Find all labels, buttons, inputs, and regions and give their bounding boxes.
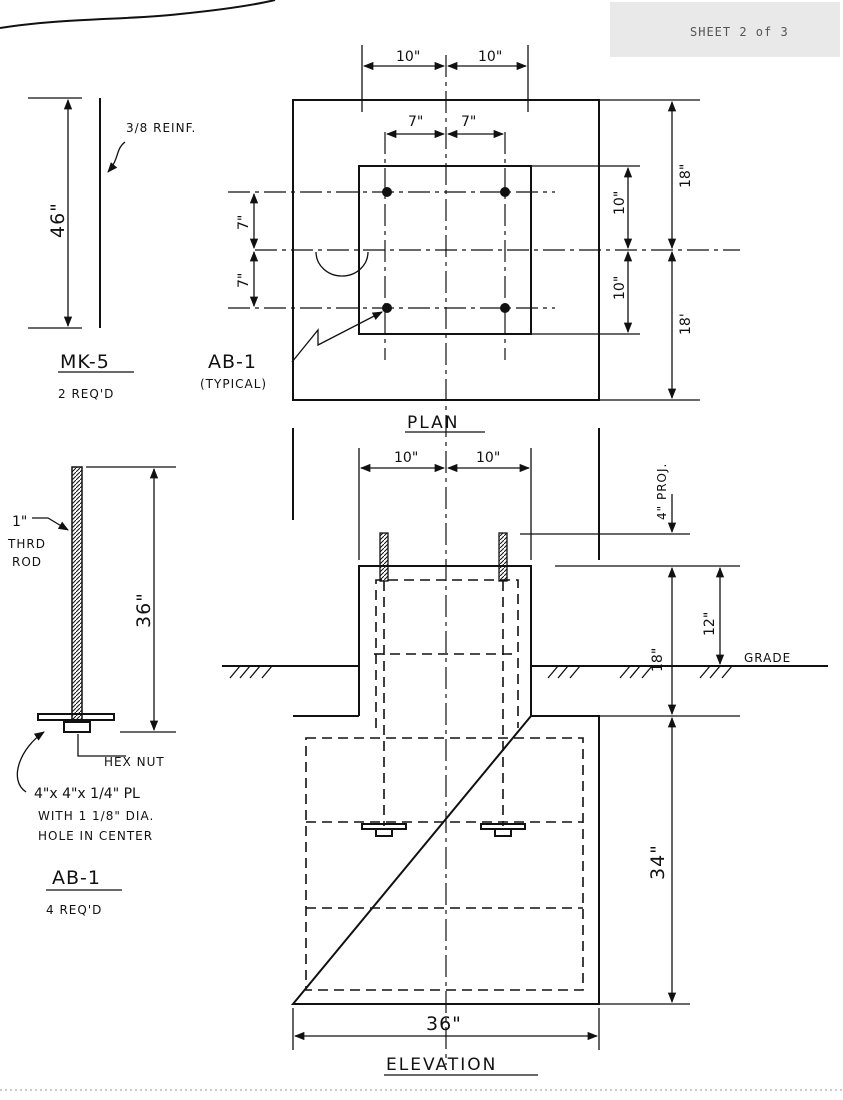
- plan-dim-top-left: 10": [396, 49, 420, 65]
- plan-arc-mark: [315, 251, 369, 277]
- threaded-rod: [71, 466, 83, 723]
- plan-dim-bolt-left: 7": [408, 114, 423, 130]
- mk5-mark: MK-5: [60, 351, 110, 373]
- plan-dim-side-bottom: 7": [236, 273, 252, 288]
- anchor-bolt: [382, 303, 392, 313]
- elevation-view: GRADE 10" 10" 4" PROJ. 18" 12" 34" 36" E…: [222, 428, 828, 1076]
- stamp-box: [610, 2, 840, 57]
- rod-leader: [32, 517, 69, 531]
- elev-dim-proj: 4" PROJ.: [655, 463, 669, 520]
- ab1-mark: AB-1: [52, 867, 101, 889]
- ab1-qty: 4 REQ'D: [46, 903, 102, 917]
- elev-dim-footing-depth: 34": [647, 844, 669, 880]
- nut-leader: [77, 734, 126, 757]
- ab1-rod-line2: ROD: [12, 555, 42, 569]
- ab1-hex-nut: HEX NUT: [104, 755, 165, 769]
- plan-pier-outline: [358, 165, 532, 335]
- ab1-length: 36": [133, 592, 155, 628]
- ab1-plate-line2: WITH 1 1/8" DIA.: [38, 809, 154, 823]
- base-plate: [37, 713, 115, 721]
- callout-leader: [291, 311, 383, 363]
- grade-label: GRADE: [744, 651, 791, 665]
- plate-leader: [16, 731, 45, 793]
- elevation-title: ELEVATION: [386, 1055, 497, 1075]
- plan-dim-inner-top: 10": [612, 191, 628, 215]
- elev-dim-top-left: 10": [394, 450, 418, 466]
- ab1-rod-line1: THRD: [7, 537, 46, 551]
- bolt-nut: [375, 828, 393, 837]
- torn-edge: [0, 0, 276, 29]
- ab1-plate-line3: HOLE IN CENTER: [38, 829, 153, 843]
- plan-dim-outer-top: 18": [678, 164, 694, 188]
- plan-callout-note: (TYPICAL): [200, 377, 267, 391]
- plan-dim-side-top: 7": [236, 215, 252, 230]
- elev-dim-pier: 18": [650, 648, 666, 672]
- grade-hatch: [699, 665, 733, 679]
- plan-title: PLAN: [407, 413, 459, 433]
- plan-dim-top-right: 10": [478, 49, 502, 65]
- grade-hatch: [547, 665, 581, 679]
- anchor-bolt-thread: [379, 532, 389, 582]
- anchor-bolt: [500, 303, 510, 313]
- plan-dim-outer-bottom: 18': [678, 313, 694, 335]
- elev-dim-footing-width: 36": [426, 1013, 462, 1035]
- plan-dim-bolt-right: 7": [461, 114, 476, 130]
- grade-hatch: [619, 665, 653, 679]
- anchor-bolt: [500, 187, 510, 197]
- grade-hatch: [229, 665, 273, 679]
- bolt-nut: [494, 828, 512, 837]
- sheet-stamp: SHEET 2 of 3: [690, 25, 789, 39]
- mk5-detail: 46" 3/8 REINF. MK-5 2 REQ'D: [28, 97, 196, 401]
- plan-callout: AB-1: [208, 351, 257, 373]
- ab1-rod-size: 1": [12, 514, 27, 530]
- footing-rebar-cage: [305, 737, 584, 991]
- plan-dim-inner-bottom: 10": [612, 276, 628, 300]
- ab1-detail: 36" 1" THRD ROD HEX NUT 4"x 4"x 1/4" PL …: [7, 466, 176, 917]
- plan-view: 10" 10" 7" 7" 7" 7" 10" 10" 18" 18' AB-1…: [200, 45, 740, 1065]
- reinf-leader: [107, 141, 126, 173]
- ab1-plate-line1: 4"x 4"x 1/4" PL: [34, 786, 140, 802]
- anchor-bolt: [382, 187, 392, 197]
- mk5-qty: 2 REQ'D: [58, 387, 114, 401]
- mk5-reinf: 3/8 REINF.: [126, 121, 196, 135]
- hex-nut: [63, 721, 91, 733]
- elev-dim-above-grade: 12": [702, 612, 718, 636]
- anchor-bolt-thread: [498, 532, 508, 582]
- mk5-length: 46": [47, 202, 69, 238]
- pier-outline: [358, 565, 532, 716]
- elev-dim-top-right: 10": [476, 450, 500, 466]
